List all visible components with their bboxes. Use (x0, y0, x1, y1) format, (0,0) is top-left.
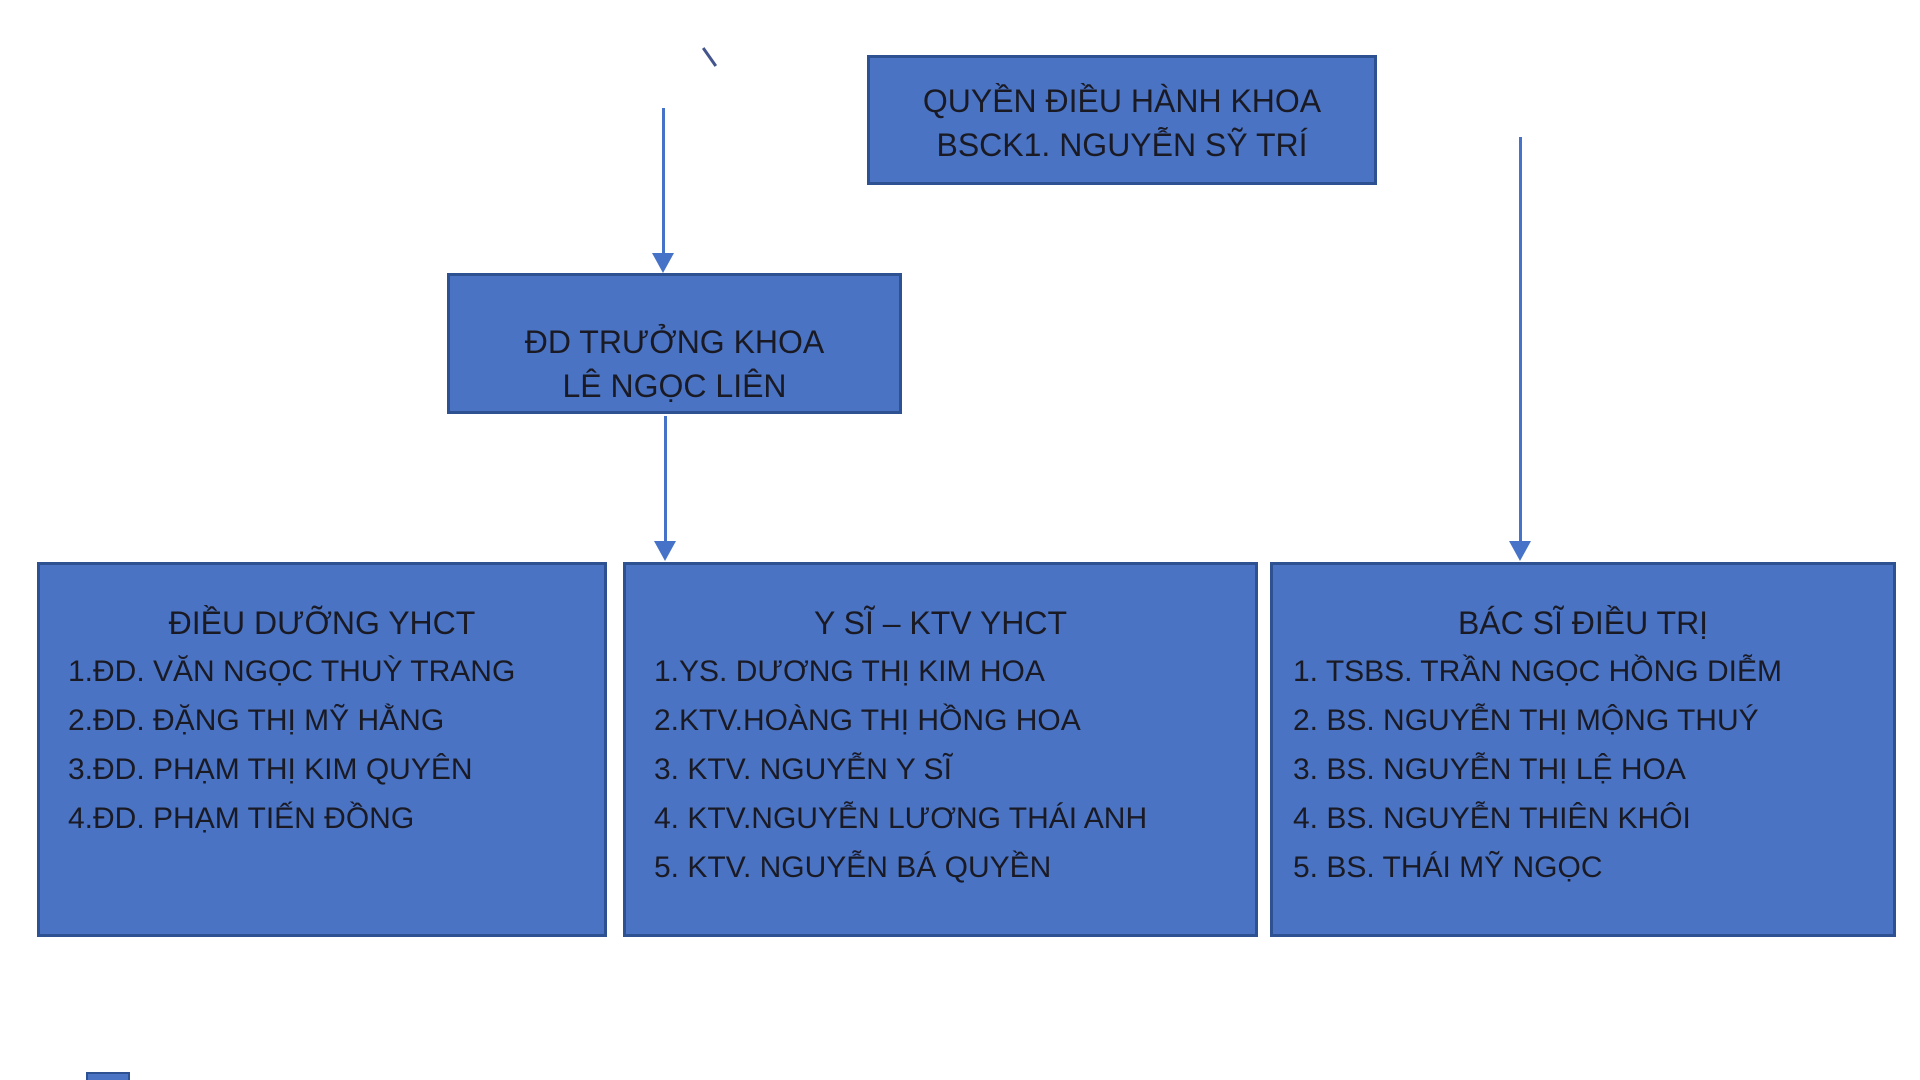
connector-line-to-doctor-group (1519, 137, 1522, 542)
head-nurse-name-text: LÊ NGỌC LIÊN (562, 368, 787, 404)
acting-head-name-text: BSCK1. NGUYỄN SỸ TRÍ (936, 127, 1308, 163)
technician-member: 2.KTV.HOÀNG THỊ HỒNG HOA (654, 704, 1081, 737)
arrow-down-icon (1509, 541, 1531, 561)
nursing-member: 4.ĐD. PHẠM TIẾN ĐỒNG (68, 802, 415, 835)
head-nurse-role-text: ĐD TRƯỞNG KHOA (524, 324, 825, 360)
doctor-member: 2. BS. NGUYỄN THỊ MỘNG THUÝ (1293, 704, 1759, 737)
acting-head-role-text: QUYỀN ĐIỀU HÀNH KHOA (922, 83, 1322, 119)
technician-group-title: Y SĨ – KTV YHCT (813, 605, 1068, 641)
box-technician-group: Y SĨ – KTV YHCT 1.YS. DƯƠNG THỊ KIM HOA … (623, 562, 1258, 937)
technician-member: 4. KTV.NGUYỄN LƯƠNG THÁI ANH (654, 802, 1148, 835)
partial-box-bottom-edge (86, 1072, 130, 1080)
connector-line-to-technician-group (664, 416, 667, 542)
arrow-down-icon (654, 541, 676, 561)
doctor-member: 4. BS. NGUYỄN THIÊN KHÔI (1293, 802, 1691, 835)
nursing-member: 1.ĐD. VĂN NGỌC THUỲ TRANG (68, 655, 516, 688)
nursing-group-title: ĐIỀU DƯỠNG YHCT (168, 605, 476, 641)
technician-member: 1.YS. DƯƠNG THỊ KIM HOA (654, 655, 1045, 688)
doctor-member: 3. BS. NGUYỄN THỊ LỆ HOA (1293, 753, 1686, 786)
box-doctor-group: BÁC SĨ ĐIỀU TRỊ 1. TSBS. TRẦN NGỌC HỒNG … (1270, 562, 1896, 937)
box-nursing-group: ĐIỀU DƯỠNG YHCT 1.ĐD. VĂN NGỌC THUỲ TRAN… (37, 562, 607, 937)
doctor-member: 5. BS. THÁI MỸ NGỌC (1293, 851, 1603, 884)
box-acting-head-of-department: QUYỀN ĐIỀU HÀNH KHOA BSCK1. NGUYỄN SỸ TR… (867, 55, 1377, 185)
doctor-member: 1. TSBS. TRẦN NGỌC HỒNG DIỄM (1293, 655, 1782, 688)
technician-member: 5. KTV. NGUYỄN BÁ QUYỀN (654, 851, 1052, 884)
stray-pen-mark (701, 47, 718, 67)
nursing-member: 2.ĐD. ĐẶNG THỊ MỸ HẰNG (68, 704, 445, 737)
doctor-group-title: BÁC SĨ ĐIỀU TRỊ (1457, 605, 1709, 641)
connector-line-to-head-nurse (662, 108, 665, 254)
arrow-down-icon (652, 253, 674, 273)
box-head-nurse: ĐD TRƯỞNG KHOA LÊ NGỌC LIÊN (447, 273, 902, 414)
nursing-member: 3.ĐD. PHẠM THỊ KIM QUYÊN (68, 753, 473, 786)
technician-member: 3. KTV. NGUYỄN Y SĨ (654, 753, 952, 786)
